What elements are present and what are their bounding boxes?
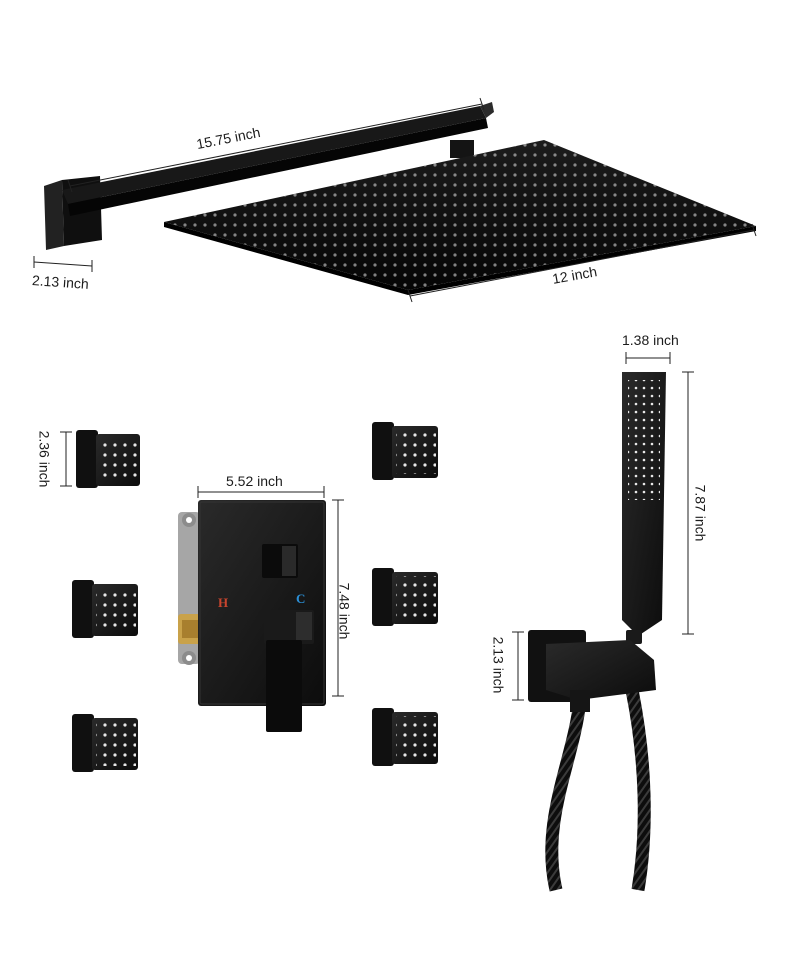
dimension-lines-handshower: [512, 352, 694, 701]
body-jet-height-label: 2.36 inch: [36, 430, 53, 488]
dimension-lines-body-jet: [60, 431, 72, 487]
body-jet-top-right: [372, 422, 438, 480]
shower-arm: [44, 102, 494, 250]
body-jet-bottom-left: [72, 714, 138, 772]
valve-width-label: 5.52 inch: [226, 473, 283, 489]
dimension-lines-top: [33, 97, 757, 303]
body-jet-bottom-right: [372, 708, 438, 766]
handshower-length-label: 7.87 inch: [692, 484, 709, 542]
body-jet-mid-right: [372, 568, 438, 626]
hose: [545, 688, 651, 892]
handshower-width-label: 1.38 inch: [622, 332, 679, 348]
valve-rough-in: [178, 512, 202, 665]
cold-indicator: C: [296, 591, 306, 606]
valve-height-label: 7.48 inch: [336, 582, 353, 640]
dimension-lines-valve: [197, 486, 344, 697]
hand-shower-holder: [528, 630, 656, 712]
hot-indicator: H: [218, 595, 229, 610]
valve-handle: [264, 610, 314, 732]
diverter-knob: [262, 544, 298, 578]
arm-flange-label: 2.13 inch: [31, 272, 90, 292]
holder-height-label: 2.13 inch: [490, 636, 507, 694]
hand-shower: [622, 372, 666, 644]
body-jet-mid-left: [72, 580, 138, 638]
body-jet-top-left: [76, 430, 140, 488]
rain-shower-head: [164, 140, 756, 295]
